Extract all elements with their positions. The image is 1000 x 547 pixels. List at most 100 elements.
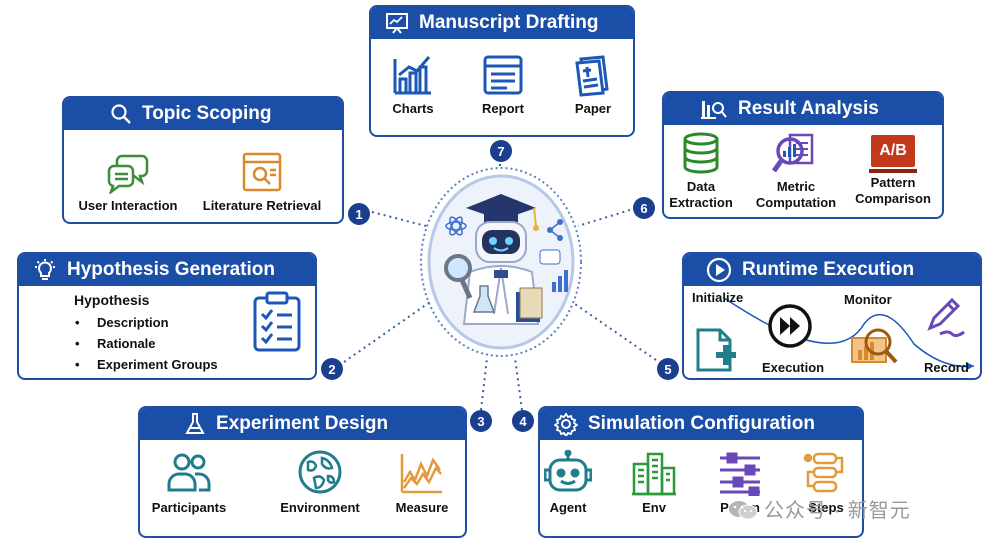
item-literature-retrieval: Literature Retrieval [192,150,332,214]
item-pattern-comparison: A/B Pattern Comparison [852,131,934,207]
label-record: Record [924,360,969,375]
card-header: Simulation Configuration [540,408,862,440]
card-manuscript-drafting: Manuscript Drafting Charts Report [369,5,635,137]
item-label: Steps [808,500,844,515]
item-label-line2: Extraction [669,195,733,210]
item-label: Participants [151,500,227,515]
bullet-experiment-groups: Experiment Groups [97,357,218,372]
step-badge-3: 3 [470,410,492,432]
bullet-rationale: Rationale [97,336,156,351]
item-report: Report [473,53,533,117]
item-measure: Measure [380,448,464,516]
label-monitor: Monitor [844,292,892,307]
card-topic-scoping: Topic Scoping User Interaction Literatur… [62,96,344,224]
item-label-line1: Metric [776,179,816,194]
item-label: Env [642,500,666,515]
item-charts: Charts [383,53,443,117]
globe-icon [298,450,342,494]
item-steps: Steps [796,450,856,516]
step-badge-4: 4 [512,410,534,432]
wechat-icon [729,501,758,520]
item-label: Paper [574,101,612,116]
card-result-analysis: Result Analysis Data Extraction Metric C… [662,91,944,219]
item-label-line2: Comparison [855,191,931,206]
metric-magnifier-icon [772,133,814,173]
item-label: User Interaction [78,198,178,213]
card-header: Runtime Execution [684,254,980,286]
card-header: Topic Scoping [64,98,342,130]
step-badge-1: 1 [348,203,370,225]
item-participants: Participants [144,448,234,516]
label-execution: Execution [762,360,825,375]
clipboard-checklist-icon [253,291,301,352]
report-window-icon [483,55,523,95]
bullet-description: Description [97,315,169,330]
connector-5 [571,301,657,361]
new-file-icon [696,328,736,372]
item-label-line1: Data [686,179,716,194]
robot-face-icon [544,450,592,492]
play-circle-icon [706,257,732,283]
card-title: Manuscript Drafting [419,12,599,33]
stats-icon [701,101,727,119]
item-label-line2: Computation [755,195,837,210]
card-runtime-execution: Runtime Execution Initialize Monitor Exe… [682,252,982,380]
document-search-icon [242,152,282,192]
watermark-text: 公众号 · 新智元 [764,500,911,522]
search-icon [111,104,131,124]
bullet-mark: • [75,315,80,330]
steps-flow-icon [803,452,844,493]
item-user-interaction: User Interaction [72,150,184,214]
presentation-board-icon [386,13,408,34]
line-chart-icon [400,454,442,494]
watermark: 公众号 · 新智元 [728,494,911,523]
item-label-line1: Pattern [870,175,916,190]
step-badge-7: 7 [490,140,512,162]
item-data-extraction: Data Extraction [666,131,736,211]
card-title: Runtime Execution [742,259,915,280]
card-title: Topic Scoping [142,103,272,124]
connector-6 [577,209,631,227]
step-badge-6: 6 [633,197,655,219]
item-label: Agent [549,500,587,515]
robot-scientist-icon [420,167,582,357]
bullet-mark: • [75,357,80,372]
sliders-icon [720,452,760,496]
card-simulation-configuration: Simulation Configuration Agent Env [538,406,864,538]
card-title: Result Analysis [738,98,879,119]
gear-icon [554,412,578,436]
lightbulb-icon [35,259,55,280]
people-icon [167,453,211,492]
label-initialize: Initialize [692,290,744,305]
card-title: Hypothesis Generation [67,259,275,280]
card-header: Experiment Design [140,408,465,440]
bar-chart-icon [393,56,431,95]
paper-icon [575,55,609,97]
item-env: Env [626,450,682,516]
step-badge-5: 5 [657,358,679,380]
item-paper: Paper [563,53,623,117]
connector-3 [480,357,488,411]
card-title: Simulation Configuration [588,413,815,434]
ab-compare-icon: A/B [869,135,917,173]
center-illustration [418,164,584,360]
card-header: Hypothesis Generation [19,254,315,286]
card-header: Result Analysis [664,93,942,125]
pen-icon [927,298,965,338]
item-label: Literature Retrieval [202,198,322,213]
connector-4 [514,357,523,411]
card-title: Experiment Design [216,413,389,434]
flask-icon [185,413,205,434]
card-header: Manuscript Drafting [371,7,633,39]
item-agent: Agent [540,450,596,516]
item-label: Measure [395,500,449,515]
card-experiment-design: Experiment Design Participants Environme… [138,406,467,538]
bullet-mark: • [75,336,80,351]
step-badge-2: 2 [321,358,343,380]
item-label: Environment [280,500,360,515]
item-metric-computation: Metric Computation [746,131,846,211]
chat-bubbles-icon [107,154,149,194]
card-hypothesis-generation: Hypothesis Generation Hypothesis • Descr… [17,252,317,380]
ab-text: A/B [879,142,907,159]
